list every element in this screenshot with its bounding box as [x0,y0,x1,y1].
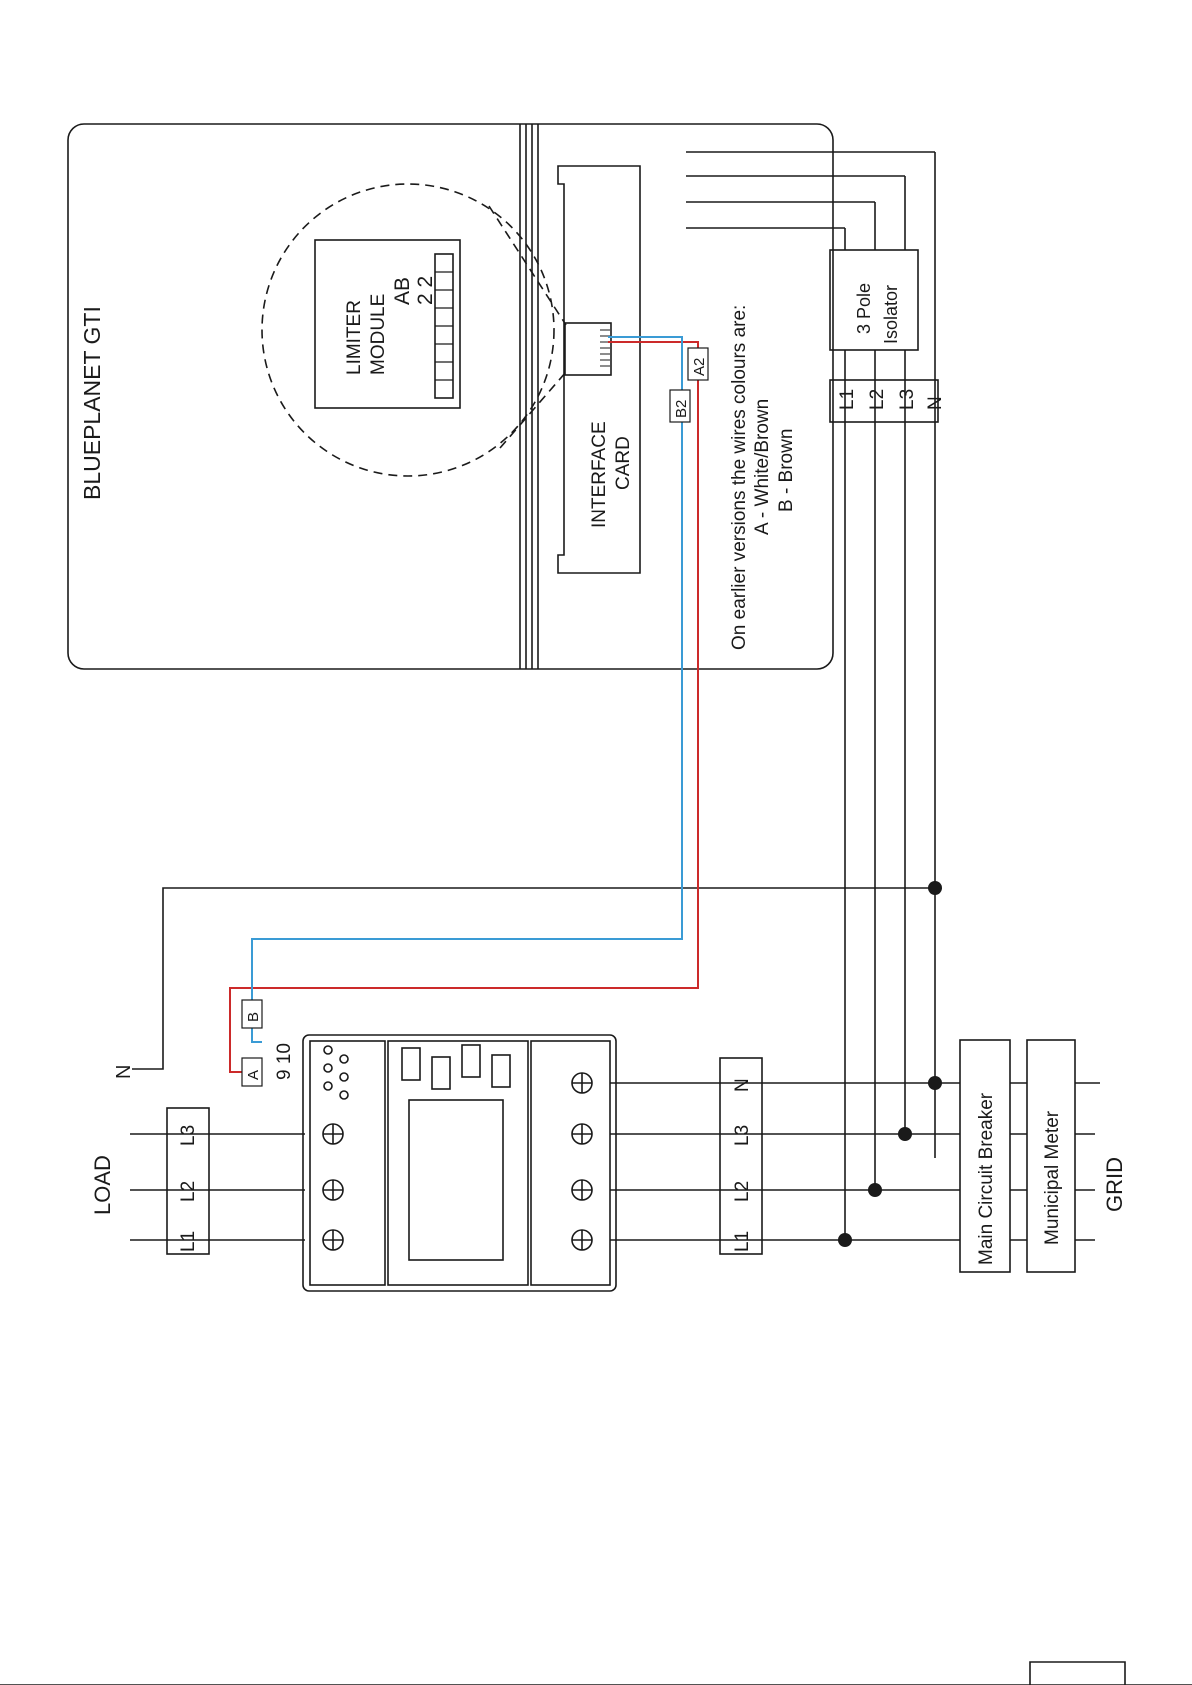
load-l1: L1 [178,1231,199,1252]
three-pole-isolator [830,250,918,350]
municipal-meter-label: Municipal Meter [1042,1110,1063,1245]
load-l2: L2 [178,1181,199,1202]
diagram-title: BLUEPLANET GTI [79,306,105,500]
isolator-l3: L3 [897,389,918,410]
tag-b2-label: B2 [673,400,690,418]
meter-indicator-dots [324,1046,348,1099]
inverter-enclosure [68,124,833,669]
grid-l1: L1 [732,1231,753,1252]
tag-a2-label: A2 [691,358,708,376]
limiter-22-label: 2 2 [414,276,437,305]
isolator-n: N [925,396,946,410]
grid-terminals [572,1073,592,1250]
grid-label: GRID [1102,1157,1127,1212]
isolator-label-2: Isolator [881,285,901,344]
note-line-1: On earlier versions the wires colours ar… [729,305,750,650]
interface-connector [565,323,611,375]
meter-display [409,1100,503,1260]
load-l3: L3 [178,1125,199,1146]
n-label: N [113,1065,135,1079]
energy-meter [303,1035,616,1291]
limiter-ab-label: AB [391,277,414,305]
terminal-numbers: 9 10 [274,1043,295,1080]
isolator-label-1: 3 Pole [854,283,874,334]
tag-a-label: A [245,1070,262,1080]
grid-l3: L3 [732,1125,753,1146]
grid-l2: L2 [732,1181,753,1202]
interface-label-2: CARD [613,436,634,490]
grid-n: N [732,1078,753,1092]
junction-dots [838,881,942,1247]
note-line-2: A - White/Brown [752,399,773,535]
tag-b-label: B [245,1012,262,1022]
isolator-l1: L1 [837,389,858,410]
limiter-label-2: MODULE [368,294,389,375]
magnifier-circle [262,184,554,476]
note-line-3: B - Brown [776,429,797,512]
load-terminals [323,1124,343,1250]
load-label: LOAD [90,1155,115,1215]
main-breaker-label: Main Circuit Breaker [976,1092,997,1265]
isolator-l2: L2 [867,389,888,410]
interface-label-1: INTERFACE [589,421,610,528]
limiter-label-1: LIMITER [344,300,365,375]
